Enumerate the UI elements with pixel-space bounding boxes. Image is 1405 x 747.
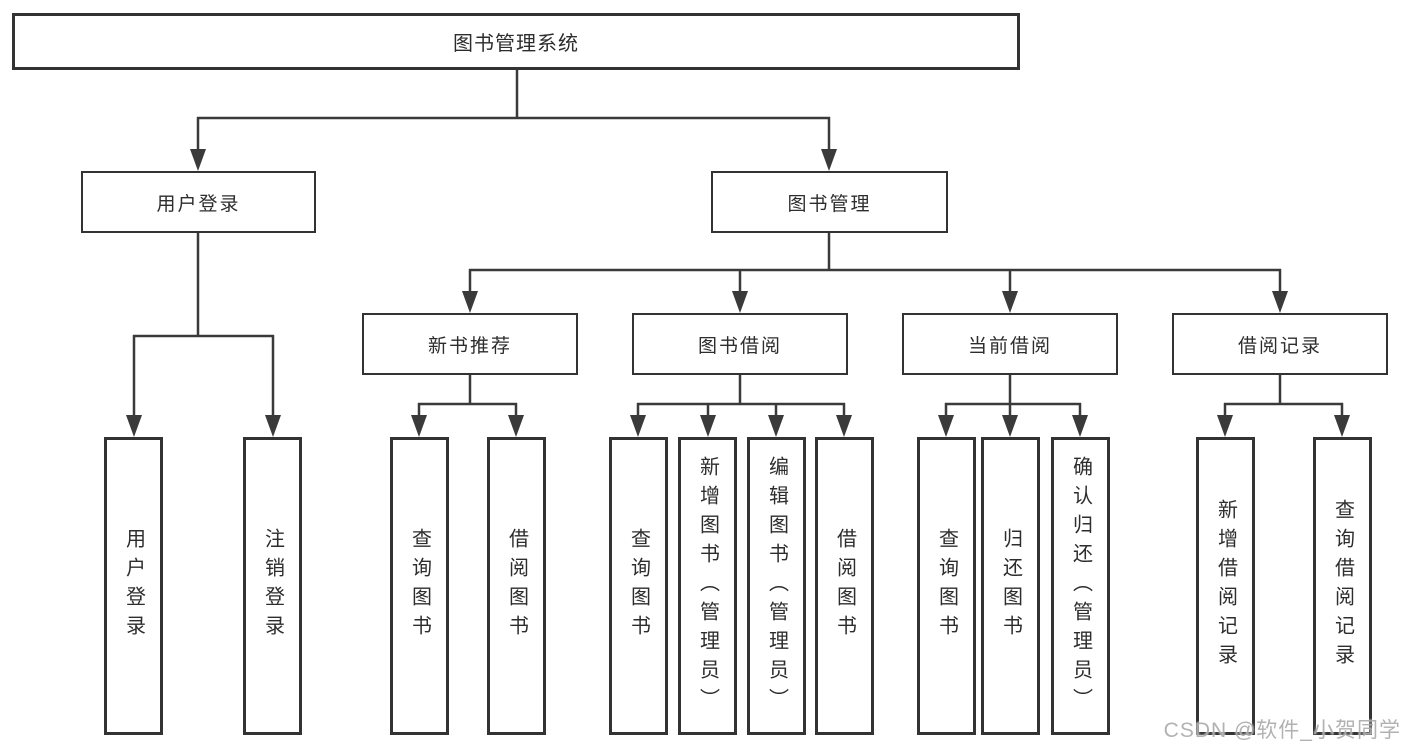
leaf-borrow-query-books-label: 查询图书 xyxy=(627,528,650,644)
node-user-login: 用户登录 xyxy=(81,171,316,233)
node-book-borrow-label: 图书借阅 xyxy=(697,335,782,357)
connector-records-children xyxy=(1217,375,1350,437)
connector-current-children xyxy=(938,375,1088,437)
node-current-borrow: 当前借阅 xyxy=(902,313,1118,375)
csdn-watermark: CSDN @软件_小贺同学 xyxy=(1163,719,1401,742)
leaf-current-query-books-label: 查询图书 xyxy=(935,528,958,644)
leaf-user-login-label: 用户登录 xyxy=(122,528,145,644)
leaf-borrow-query-books: 查询图书 xyxy=(609,437,668,735)
node-book-borrow: 图书借阅 xyxy=(632,313,848,375)
connector-user-login-children xyxy=(126,233,281,437)
connector-new-book-children xyxy=(411,375,524,437)
leaf-logout-label: 注销登录 xyxy=(261,528,284,644)
leaf-borrow-borrow-books-label: 借阅图书 xyxy=(833,528,856,644)
leaf-records-add-record-label: 新增借阅记录 xyxy=(1214,499,1237,673)
leaf-borrow-add-books-admin-label: 新增图书（管理员） xyxy=(696,455,719,717)
node-borrow-records: 借阅记录 xyxy=(1172,313,1388,375)
connector-root-to-level2 xyxy=(190,70,837,171)
leaf-current-query-books: 查询图书 xyxy=(917,437,976,735)
leaf-newbook-borrow-books: 借阅图书 xyxy=(487,437,546,735)
node-new-book-recommend: 新书推荐 xyxy=(362,313,578,375)
leaf-borrow-add-books-admin: 新增图书（管理员） xyxy=(678,437,737,735)
leaf-newbook-query-books-label: 查询图书 xyxy=(408,528,431,644)
node-borrow-records-label: 借阅记录 xyxy=(1237,335,1322,357)
node-user-login-label: 用户登录 xyxy=(156,193,241,215)
connector-book-mgmt-children xyxy=(462,233,1288,313)
node-new-book-recommend-label: 新书推荐 xyxy=(427,335,512,357)
node-root-system: 图书管理系统 xyxy=(12,13,1020,70)
leaf-current-confirm-return-admin-label: 确认归还（管理员） xyxy=(1069,455,1092,717)
node-book-management: 图书管理 xyxy=(711,171,948,233)
node-root-label: 图书管理系统 xyxy=(453,33,579,55)
leaf-current-return-books: 归还图书 xyxy=(981,437,1040,735)
leaf-newbook-query-books: 查询图书 xyxy=(390,437,449,735)
leaf-user-login: 用户登录 xyxy=(104,437,163,735)
leaf-records-query-record: 查询借阅记录 xyxy=(1313,437,1372,735)
connector-borrow-children xyxy=(630,375,852,437)
leaf-current-return-books-label: 归还图书 xyxy=(999,528,1022,644)
leaf-records-add-record: 新增借阅记录 xyxy=(1196,437,1255,735)
leaf-current-confirm-return-admin: 确认归还（管理员） xyxy=(1051,437,1110,735)
node-current-borrow-label: 当前借阅 xyxy=(967,335,1052,357)
node-book-management-label: 图书管理 xyxy=(787,193,872,215)
leaf-borrow-borrow-books: 借阅图书 xyxy=(815,437,874,735)
leaf-newbook-borrow-books-label: 借阅图书 xyxy=(505,528,528,644)
leaf-records-query-record-label: 查询借阅记录 xyxy=(1331,499,1354,673)
leaf-logout: 注销登录 xyxy=(243,437,302,735)
leaf-borrow-edit-books-admin: 编辑图书（管理员） xyxy=(747,437,806,735)
leaf-borrow-edit-books-admin-label: 编辑图书（管理员） xyxy=(765,455,788,717)
